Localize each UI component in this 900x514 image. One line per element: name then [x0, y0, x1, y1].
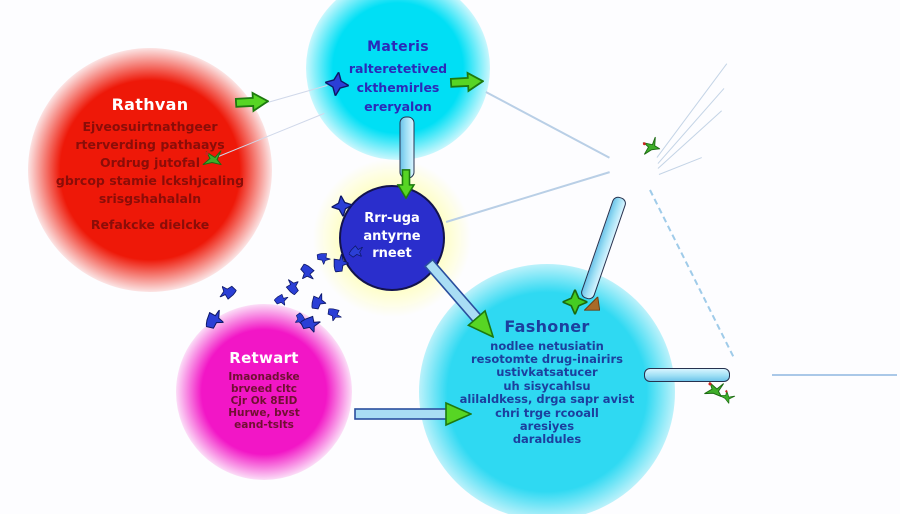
sprig-icon: [704, 380, 725, 398]
node-circle-rr-uga: [339, 185, 445, 291]
puzzle-icon: [298, 263, 315, 281]
node-line: rneet: [372, 246, 412, 261]
node-line: srisgshahalaln: [98, 190, 202, 206]
sprig-icon: [719, 388, 736, 405]
node-line: alilaldkess, drga sapr avist: [459, 392, 635, 407]
node-title-rathvan: Rathvan: [111, 95, 189, 114]
node-line: uh sisycahlsu: [503, 378, 591, 393]
node-text-materis: Materis ralteretetived ckthemirles ereryalo…: [303, 39, 493, 116]
sprig-icon: [202, 150, 223, 166]
node-line: ckthemirles: [356, 80, 440, 96]
thick-arrow: [354, 401, 473, 427]
connector-line: [485, 91, 611, 159]
node-line: ereryalon: [364, 99, 432, 115]
node-title-materis: Materis: [367, 39, 429, 55]
node-line: Rrr-uga: [364, 211, 420, 226]
connector-line: [657, 88, 725, 165]
node-line: Imaonadske: [228, 370, 300, 383]
node-line: resotomte drug-inairirs: [471, 352, 623, 366]
node-line: brveed cltc: [230, 382, 298, 395]
puzzle-icon: [315, 250, 332, 266]
connector-line: [656, 63, 728, 159]
node-line: ustivkatsatucer: [496, 365, 598, 380]
node-text-rr-uga: Rrr-uga antyrne rneet: [327, 210, 457, 263]
node-line: Cjr Ok 8EID: [230, 394, 298, 407]
node-glow-retwart: [176, 304, 352, 480]
puzzle-icon: [329, 252, 351, 275]
node-line: daraldules: [512, 432, 582, 447]
puzzle-icon: [348, 244, 364, 260]
node-line: eand-tslts: [234, 418, 294, 431]
puzzle-icon: [218, 282, 238, 301]
thick-arrow: [418, 254, 503, 347]
node-footer-rathvan: Refakcke dielcke: [90, 216, 210, 232]
arrow-right-icon: [396, 169, 416, 200]
arrow-right-icon: [449, 70, 485, 94]
puzzle-icon: [309, 291, 328, 311]
node-line: Ordrug jutofal: [99, 154, 200, 170]
plus-star-icon: [329, 193, 355, 219]
arrow-right-icon: [234, 90, 270, 114]
wedge-icon: [583, 295, 601, 311]
connector-line: [772, 374, 897, 376]
puzzle-icon: [298, 312, 323, 336]
plus-star-icon: [323, 70, 351, 98]
puzzle-icon: [284, 278, 302, 296]
capsule-bar: [644, 368, 730, 382]
node-line: nodlee netusiatin: [490, 338, 604, 353]
connector-line: [445, 171, 611, 223]
node-glow-rathvan: [28, 48, 272, 292]
puzzle-icon: [204, 308, 225, 331]
node-line: chri trge rcooall: [495, 405, 599, 420]
node-title-fashoner: Fashoner: [504, 317, 590, 336]
node-line: gbrcop stamie lckshjcaling: [55, 172, 245, 188]
node-title-retwart: Retwart: [229, 349, 299, 367]
node-line: Ejveosuirtnathgeer: [82, 118, 218, 134]
node-line: aresiyes: [519, 419, 575, 434]
node-line: antyrne: [363, 228, 421, 244]
puzzle-icon: [326, 306, 343, 322]
node-line: ralteretetived: [348, 61, 448, 77]
node-line: rterverding pathaays: [75, 136, 225, 152]
node-line: Hurwe, bvst: [228, 406, 300, 419]
puzzle-icon: [273, 292, 290, 308]
sprig-icon: [640, 136, 662, 156]
